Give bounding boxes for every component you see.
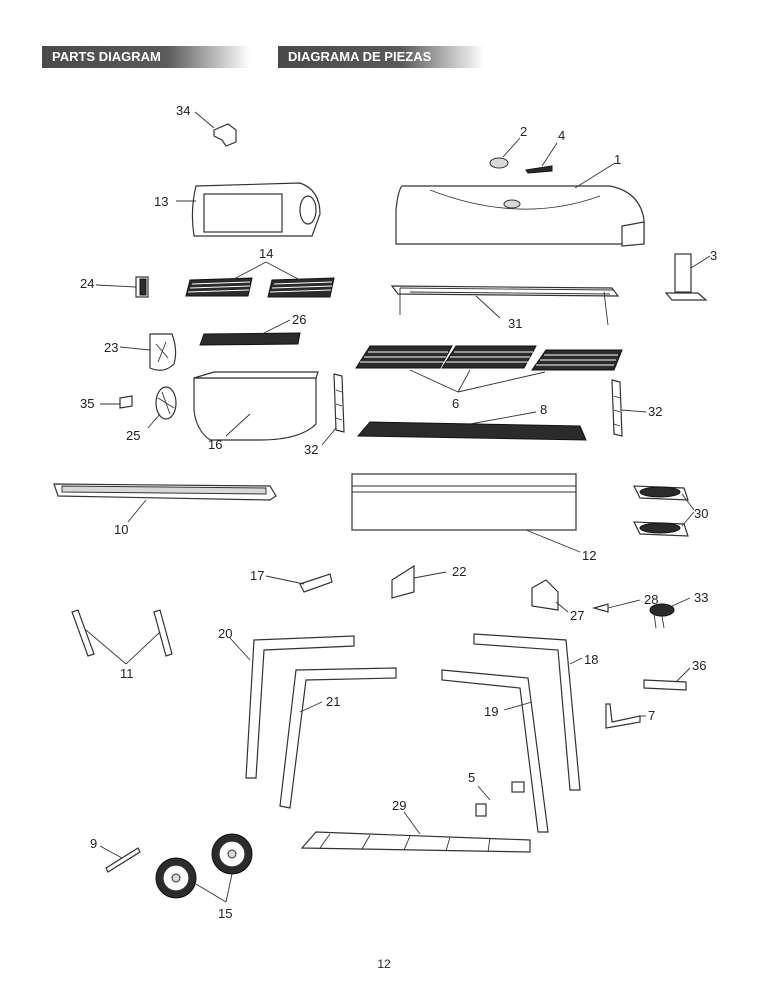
label-4: 4	[558, 128, 565, 143]
part-1-main-lid	[395, 162, 645, 247]
part-25-air-vent	[147, 386, 177, 429]
part-14-side-grates	[185, 261, 335, 298]
label-14: 14	[259, 246, 273, 261]
label-27: 27	[570, 608, 584, 623]
part-3-towel-holder	[664, 253, 711, 301]
part-32-left-bracket	[321, 373, 345, 446]
label-12: 12	[582, 548, 596, 563]
label-33: 33	[694, 590, 708, 605]
page-number: 12	[377, 957, 391, 971]
label-29: 29	[392, 798, 406, 813]
label-5: 5	[468, 770, 475, 785]
label-22: 22	[452, 564, 466, 579]
label-16: 16	[208, 437, 222, 452]
part-27-bracket	[531, 579, 569, 613]
parts-diagram-header: PARTS DIAGRAM	[42, 46, 250, 68]
part-11-cross-braces	[71, 609, 173, 665]
diagrama-de-piezas-header: DIAGRAMA DE PIEZAS	[278, 46, 484, 68]
part-15-wheels	[155, 833, 253, 903]
part-19-leg	[441, 669, 549, 833]
part-2-cap	[489, 137, 521, 169]
label-11: 11	[120, 666, 134, 681]
part-18-leg	[473, 633, 583, 791]
part-13-firebox-lid	[176, 182, 321, 237]
label-25: 25	[126, 428, 140, 443]
part-9-axle	[99, 845, 141, 873]
part-20-leg	[229, 635, 355, 779]
label-19: 19	[484, 704, 498, 719]
label-10: 10	[114, 522, 128, 537]
part-12-front-panel	[351, 473, 581, 553]
label-3: 3	[710, 248, 717, 263]
part-35-clip	[100, 395, 133, 409]
label-8: 8	[540, 402, 547, 417]
label-32-right: 32	[648, 404, 662, 419]
label-6: 6	[452, 396, 459, 411]
part-29-bottom-shelf	[300, 811, 531, 853]
part-32-right-bracket	[611, 379, 647, 437]
part-5-feet	[475, 781, 525, 817]
label-30: 30	[694, 506, 708, 521]
label-13: 13	[154, 194, 168, 209]
part-28-hook	[591, 599, 641, 613]
label-31: 31	[508, 316, 522, 331]
label-20: 20	[218, 626, 232, 641]
part-8-charcoal-pan	[356, 411, 587, 441]
part-33-handle	[649, 597, 691, 629]
part-16-firebox	[193, 371, 319, 441]
label-23: 23	[104, 340, 118, 355]
part-4-handle	[525, 142, 558, 174]
label-34: 34	[176, 103, 190, 118]
part-22-bracket	[391, 564, 447, 599]
label-35: 35	[80, 396, 94, 411]
label-15: 15	[218, 906, 232, 921]
part-7-hook	[605, 703, 646, 729]
label-1: 1	[614, 152, 621, 167]
label-36: 36	[692, 658, 706, 673]
label-28: 28	[644, 592, 658, 607]
part-30-handle-grips	[633, 485, 695, 537]
label-7: 7	[648, 708, 655, 723]
label-17: 17	[250, 568, 264, 583]
part-26-charcoal-grate	[199, 319, 301, 346]
part-17-bracket	[265, 573, 333, 593]
part-6-cooking-grates	[355, 345, 623, 393]
part-10-front-shelf	[53, 483, 277, 523]
label-18: 18	[584, 652, 598, 667]
label-9: 9	[90, 836, 97, 851]
label-32-left: 32	[304, 442, 318, 457]
part-23-damper-plate	[119, 333, 177, 371]
label-26: 26	[292, 312, 306, 327]
label-24: 24	[80, 276, 94, 291]
label-21: 21	[326, 694, 340, 709]
part-21-leg	[279, 667, 397, 809]
part-34-bracket	[194, 111, 237, 147]
part-31-warming-rack	[390, 285, 620, 326]
part-24-hinge	[95, 276, 149, 298]
part-36-plate	[643, 667, 691, 691]
label-2: 2	[520, 124, 527, 139]
